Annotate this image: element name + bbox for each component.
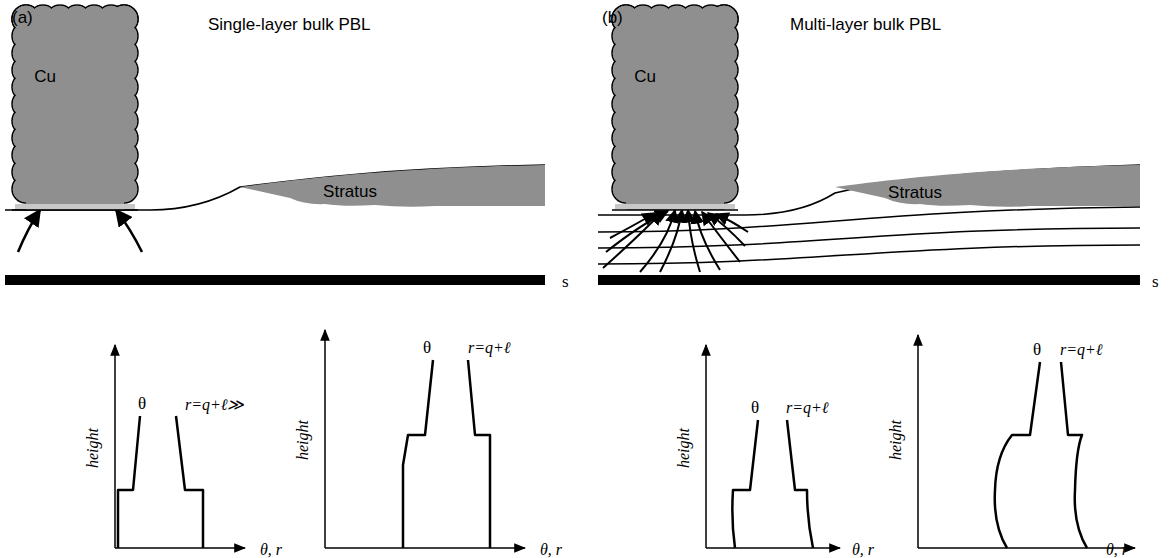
axis-label: θ, r — [540, 541, 562, 558]
plot-axes — [115, 330, 1135, 548]
cloud-label: Stratus — [888, 183, 942, 203]
cumulus-cloud: Cu — [12, 5, 138, 210]
profile-label: r=q+ℓ — [786, 399, 828, 417]
panel-letter: (a) — [12, 8, 33, 28]
cloud-label: Cu — [34, 67, 56, 87]
surface-bar — [598, 275, 1140, 285]
surface-bar — [5, 275, 545, 285]
stratus-layer: Stratus — [235, 160, 547, 212]
profile-label: θ — [423, 338, 431, 358]
panel-letter: (b) — [602, 8, 623, 28]
updraft-arrows — [18, 210, 142, 252]
panel-title: Single-layer bulk PBL — [208, 15, 371, 35]
cumulus-cloud: Cu — [612, 5, 738, 210]
cloud-label: Cu — [634, 67, 656, 87]
axis-label: θ, r — [260, 541, 282, 558]
cloud-label: Stratus — [323, 182, 377, 202]
surface-label: s — [562, 272, 569, 292]
profile-label: r=q+ℓ≫ — [185, 395, 244, 414]
profile-label: r=q+ℓ — [468, 339, 510, 357]
profile-label: r=q+ℓ — [1060, 341, 1102, 359]
profile-label: θ — [1033, 340, 1041, 360]
converging-arrows — [603, 210, 748, 272]
stratus-layer-outline — [830, 160, 1142, 212]
surface-label: s — [1152, 272, 1159, 292]
axis-label: θ, r — [1106, 541, 1128, 558]
axis-label: θ, r — [852, 541, 874, 558]
axis-label: height — [84, 428, 102, 468]
profile-label: θ — [138, 394, 146, 414]
profile-label: θ — [751, 398, 759, 418]
cumulus-cloud-outline — [612, 5, 738, 210]
axis-label: height — [675, 428, 693, 468]
stratus-layer-outline — [235, 160, 547, 212]
axis-label: height — [294, 420, 312, 460]
profile-lines — [118, 360, 1087, 548]
axis-label: height — [887, 420, 905, 460]
stratus-layer: Stratus — [830, 160, 1142, 212]
cumulus-cloud-outline — [12, 5, 138, 210]
panel-title: Multi-layer bulk PBL — [790, 15, 941, 35]
